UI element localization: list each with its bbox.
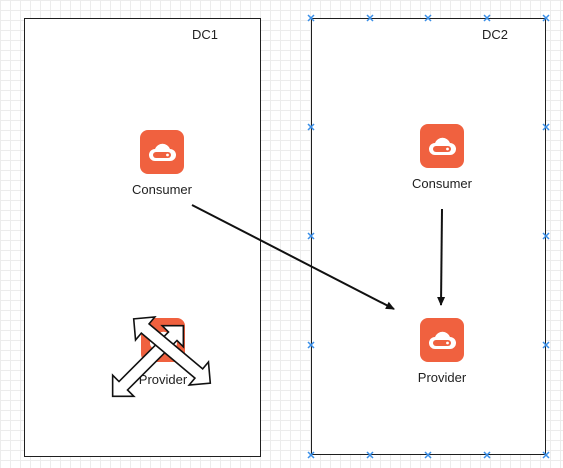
dc1-provider-label: Provider (138, 372, 188, 387)
dc2-provider-node[interactable]: Provider (397, 318, 487, 385)
dc2-provider-label: Provider (417, 370, 467, 385)
edge-dc1-consumer-to-dc2-provider[interactable] (191, 204, 395, 310)
edge-dc2-consumer-to-dc2-provider[interactable] (437, 208, 446, 306)
dc2-consumer-label: Consumer (412, 176, 472, 191)
dc2-label: DC2 (482, 27, 509, 42)
dc1-consumer-label: Consumer (132, 182, 192, 197)
dc1-container[interactable]: DC1 (24, 18, 261, 457)
cloud-server-icon (420, 124, 464, 168)
cloud-server-icon (420, 318, 464, 362)
selection-handles[interactable] (307, 14, 550, 459)
dc1-label: DC1 (192, 27, 219, 42)
cloud-server-icon (140, 130, 184, 174)
dc2-consumer-node[interactable]: Consumer (397, 124, 487, 191)
dc1-consumer-node[interactable]: Consumer (117, 130, 207, 197)
move-cursor-icon (111, 316, 212, 398)
